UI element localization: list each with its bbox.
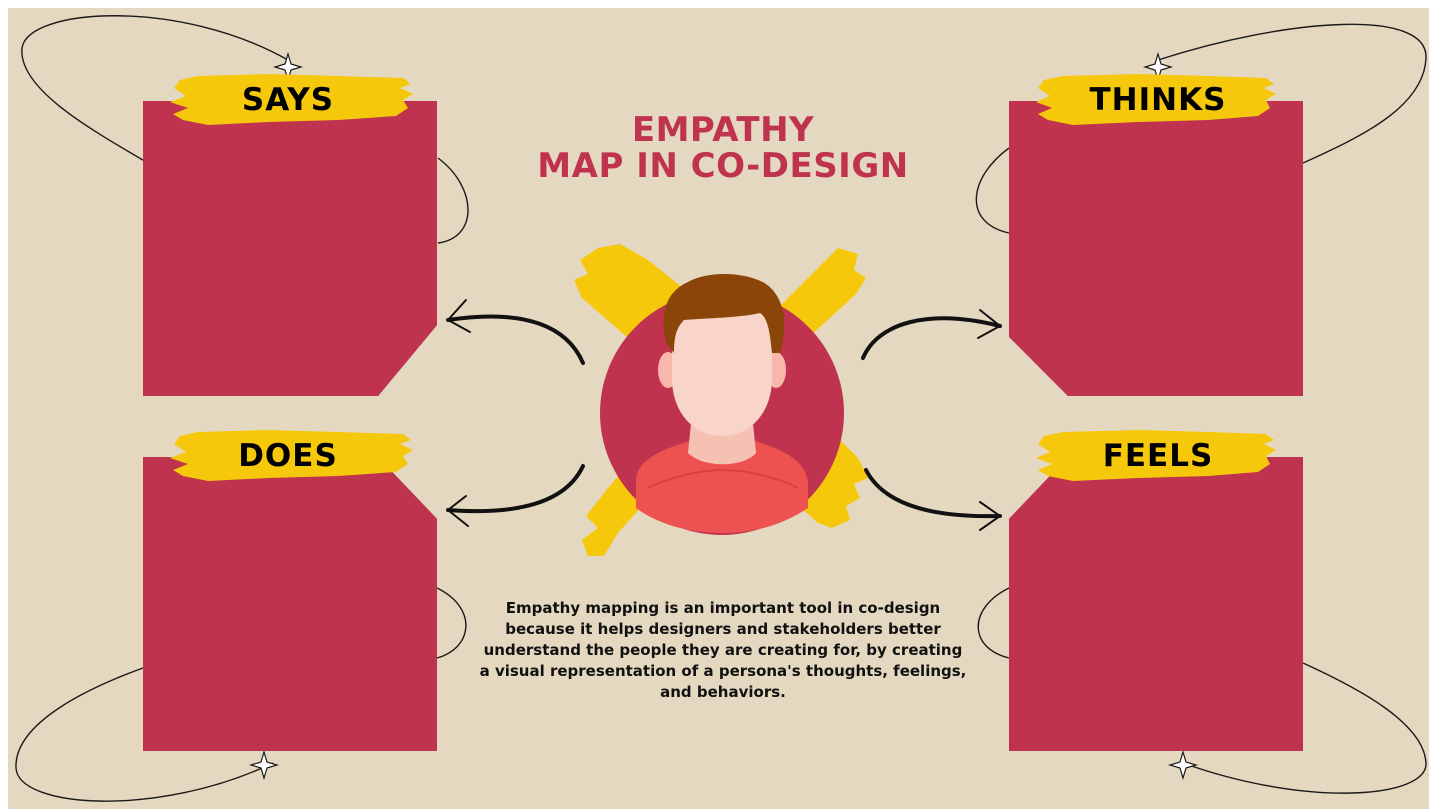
feels-brush: [1036, 430, 1276, 481]
title-line-2: MAP IN CO-DESIGN: [537, 146, 909, 186]
says-panel: [143, 101, 437, 396]
label-brushes: [170, 74, 1276, 481]
arrow-icon: [861, 316, 1002, 360]
arrow-icon: [864, 468, 1002, 519]
sparkle-icon: [1167, 749, 1199, 781]
thinks-label: THINKS: [1089, 82, 1227, 118]
orbit-line-bottom-left: [15, 587, 467, 802]
orbit-line-top-left: [21, 15, 469, 244]
persona-shirt: [636, 438, 808, 533]
arrow-icon: [446, 464, 585, 514]
feels-label: FEELS: [1102, 438, 1214, 474]
does-label: DOES: [238, 438, 338, 474]
connector-arrows: [446, 299, 1002, 531]
persona-hair: [663, 273, 785, 353]
sparkle-icon: [248, 749, 280, 781]
empathy-map-canvas: SAYS THINKS DOES FEELS EMPATHY MAP IN CO…: [8, 8, 1429, 809]
page-title: EMPATHY MAP IN CO-DESIGN: [468, 112, 978, 184]
feels-panel: [1009, 457, 1303, 751]
orbit-line-top-right: [975, 23, 1427, 234]
orbit-line-bottom-right: [977, 587, 1427, 794]
title-line-1: EMPATHY: [631, 110, 815, 150]
thinks-panel: [1009, 101, 1303, 396]
does-brush: [170, 430, 413, 481]
persona-face: [672, 286, 772, 436]
says-label: SAYS: [241, 82, 335, 118]
orbit-decorations: [15, 15, 1427, 802]
persona-illustration: [574, 244, 868, 556]
arrow-icon: [446, 314, 585, 365]
says-brush: [170, 74, 413, 125]
description-text: Empathy mapping is an important tool in …: [479, 599, 967, 701]
does-panel: [143, 457, 437, 751]
thinks-brush: [1036, 74, 1276, 125]
